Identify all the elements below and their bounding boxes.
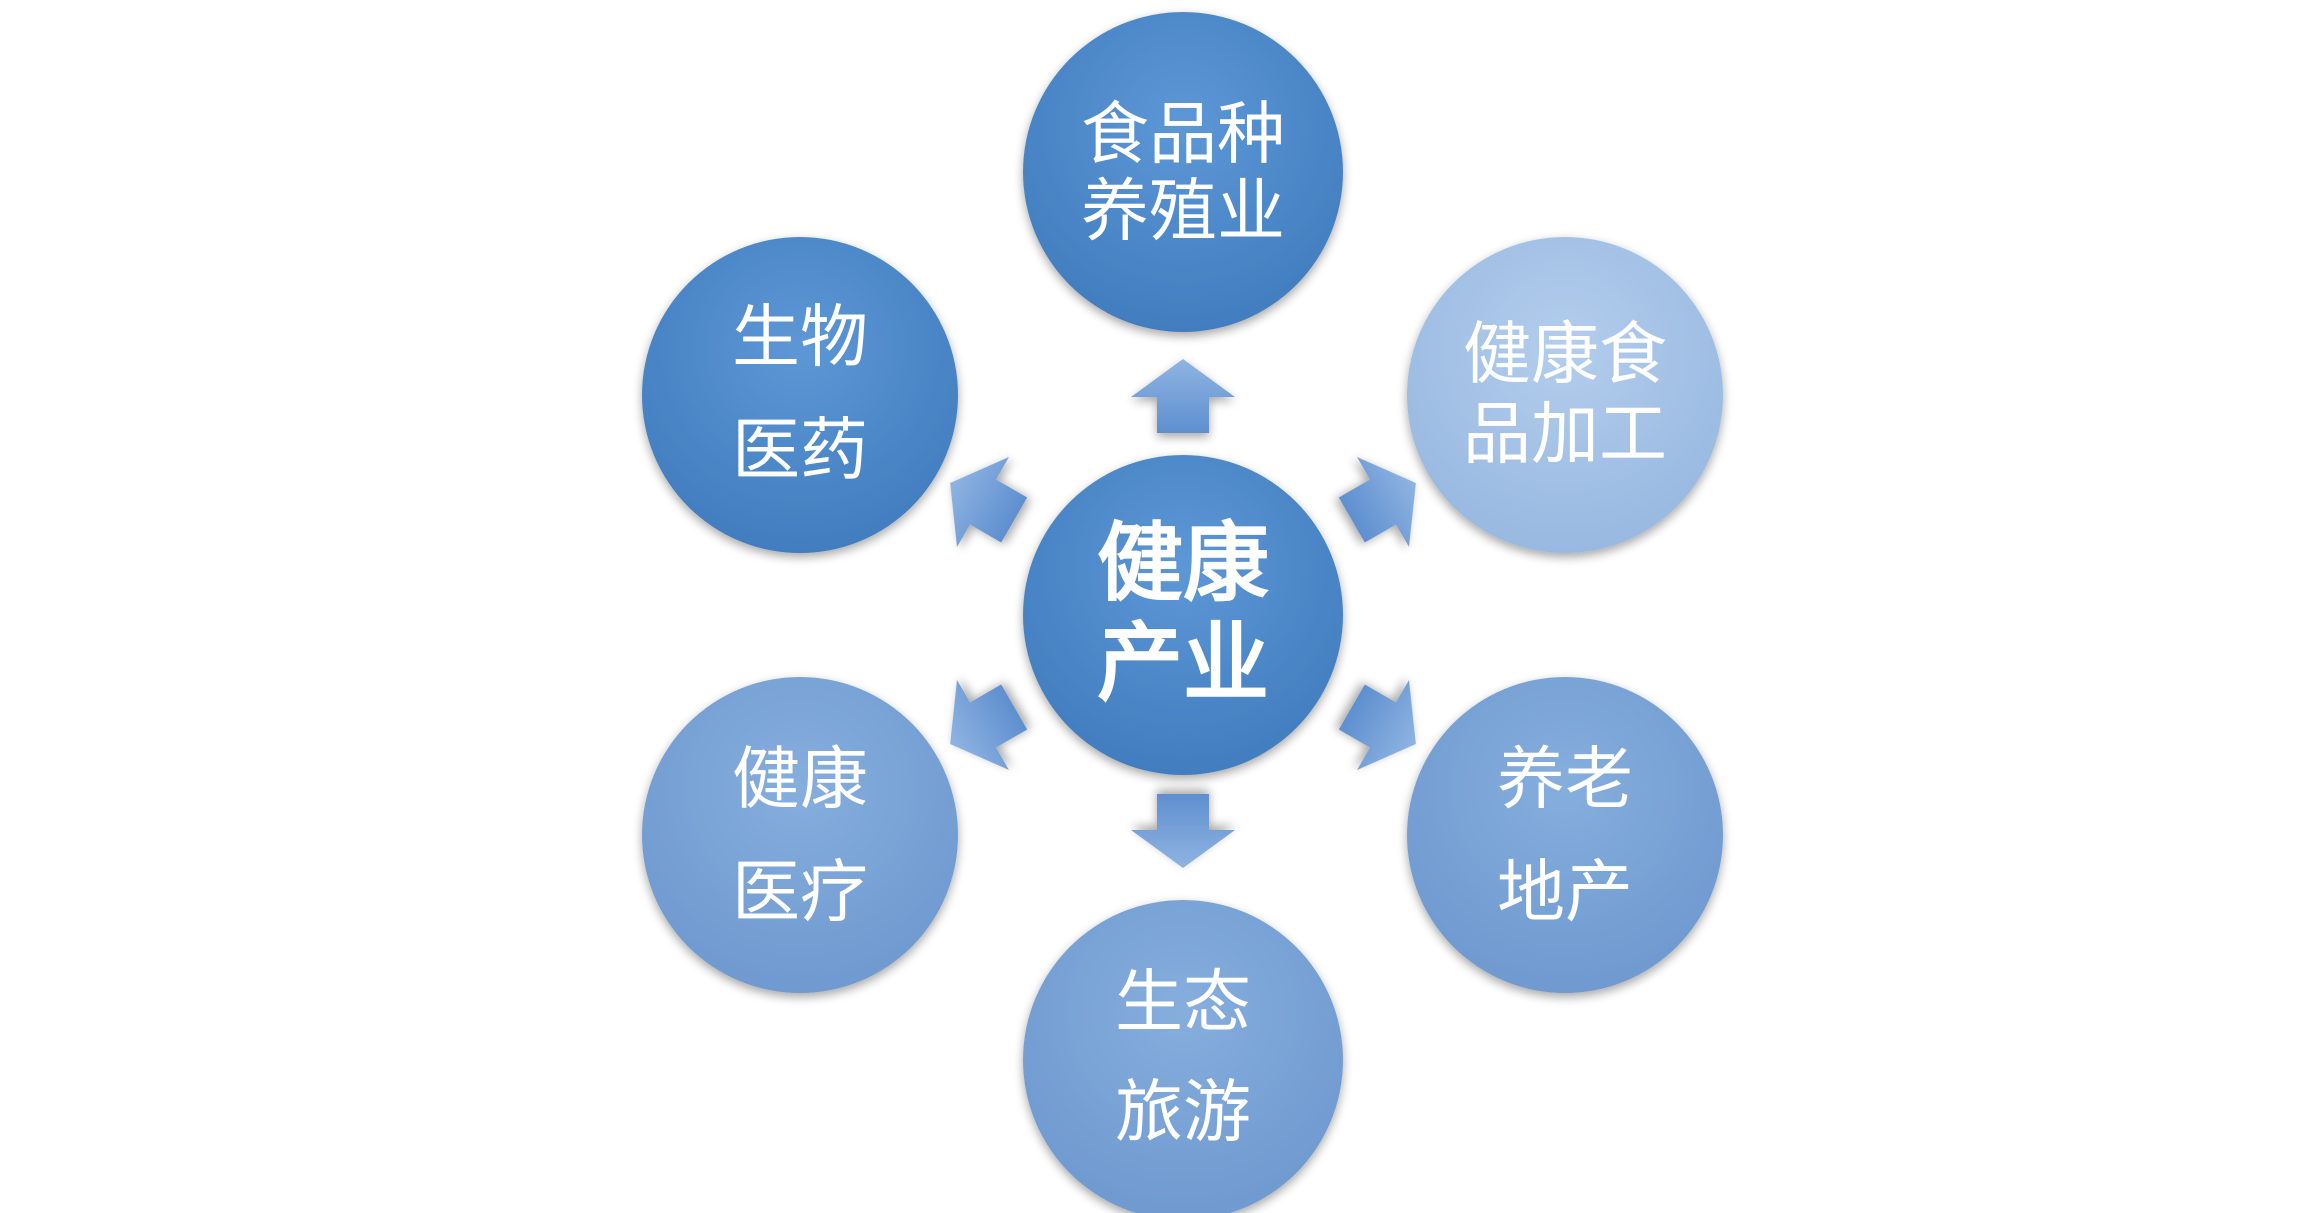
node-label-line: 健康食 <box>1463 316 1667 395</box>
node-elderly-real-estate: 养老 地产 <box>1407 677 1723 993</box>
arrow-to-health-medical <box>950 679 1028 771</box>
node-circle <box>642 677 958 993</box>
node-label-line: 医药 <box>732 412 868 491</box>
arrow-to-elderly-real-estate <box>1338 679 1416 771</box>
node-circle <box>642 237 958 553</box>
hub-circle <box>1023 455 1343 775</box>
arrows-group <box>950 359 1416 868</box>
node-label-line: 品加工 <box>1463 396 1667 475</box>
arrow-to-bio-pharma <box>950 456 1028 548</box>
node-bio-pharma: 生物 医药 <box>642 237 958 553</box>
node-circle <box>1023 12 1343 332</box>
hub-label-line: 健康 <box>1097 513 1269 614</box>
nodes-group: 食品种 养殖业 健康食 品加工 养老 地产 生态 旅游 健康 医疗 生物 医药 <box>642 12 1723 1213</box>
node-label-line: 养老 <box>1497 741 1633 820</box>
node-health-food-processing: 健康食 品加工 <box>1407 237 1723 553</box>
node-label-line: 养殖业 <box>1081 173 1285 252</box>
node-label-line: 健康 <box>732 741 868 820</box>
node-circle <box>1023 900 1343 1213</box>
node-health-medical: 健康 医疗 <box>642 677 958 993</box>
node-label-line: 食品种 <box>1081 96 1285 175</box>
hub-node: 健康 产业 <box>1023 455 1343 775</box>
node-circle <box>1407 677 1723 993</box>
hub-label-line: 产业 <box>1097 613 1269 714</box>
node-circle <box>1407 237 1723 553</box>
node-label-line: 生态 <box>1115 964 1251 1043</box>
node-label-line: 医疗 <box>732 854 868 933</box>
arrow-to-health-food-processing <box>1338 456 1416 548</box>
node-label-line: 地产 <box>1497 854 1633 933</box>
arrow-to-eco-tourism <box>1131 794 1235 868</box>
node-eco-tourism: 生态 旅游 <box>1023 900 1343 1213</box>
arrow-to-food-farming <box>1131 359 1235 433</box>
node-label-line: 旅游 <box>1115 1074 1251 1153</box>
node-food-farming: 食品种 养殖业 <box>1023 12 1343 332</box>
node-label-line: 生物 <box>732 299 868 378</box>
